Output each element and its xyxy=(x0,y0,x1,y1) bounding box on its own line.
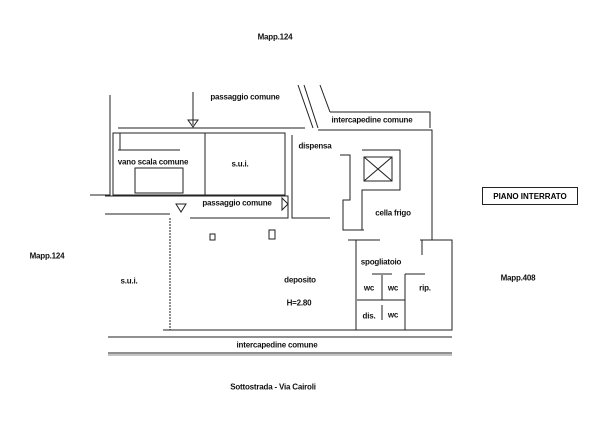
floor-title: PIANO INTERRATO xyxy=(493,191,567,201)
vano-scala-label: vano scala comune xyxy=(117,157,189,167)
map-parcel-left-label: Mapp.124 xyxy=(29,251,65,261)
passaggio-comune-top-label: passaggio comune xyxy=(210,92,280,102)
cella-frigo-label: cella frigo xyxy=(375,208,411,218)
wc-label: wc xyxy=(387,310,399,320)
intercapedine-top-label: intercapedine comune xyxy=(331,115,413,125)
sui-room xyxy=(204,132,286,196)
wc-label: wc xyxy=(387,283,399,293)
sui-left-label: s.u.i. xyxy=(120,276,138,286)
street-label: Sottostrada - Via Cairoli xyxy=(230,382,316,392)
sui-top-label: s.u.i. xyxy=(231,159,249,169)
dispensa-label: dispensa xyxy=(298,141,332,151)
height-label: H=2.80 xyxy=(286,298,312,308)
floor-title-box: PIANO INTERRATO xyxy=(482,187,578,205)
deposito-label: deposito xyxy=(284,275,316,285)
dis-label: dis. xyxy=(362,311,376,321)
wall xyxy=(90,95,111,196)
cella-frigo-elevator xyxy=(363,156,393,182)
rip-label: rip. xyxy=(419,283,431,293)
passaggio-comune-mid-label: passaggio comune xyxy=(202,198,272,208)
map-parcel-top-label: Mapp.124 xyxy=(257,32,293,42)
intercapedine-bottom-label: intercapedine comune xyxy=(236,340,318,350)
wc-label: wc xyxy=(363,283,375,293)
map-parcel-right-label: Mapp.408 xyxy=(500,273,536,283)
spogliatoio-label: spogliatoio xyxy=(360,257,402,267)
